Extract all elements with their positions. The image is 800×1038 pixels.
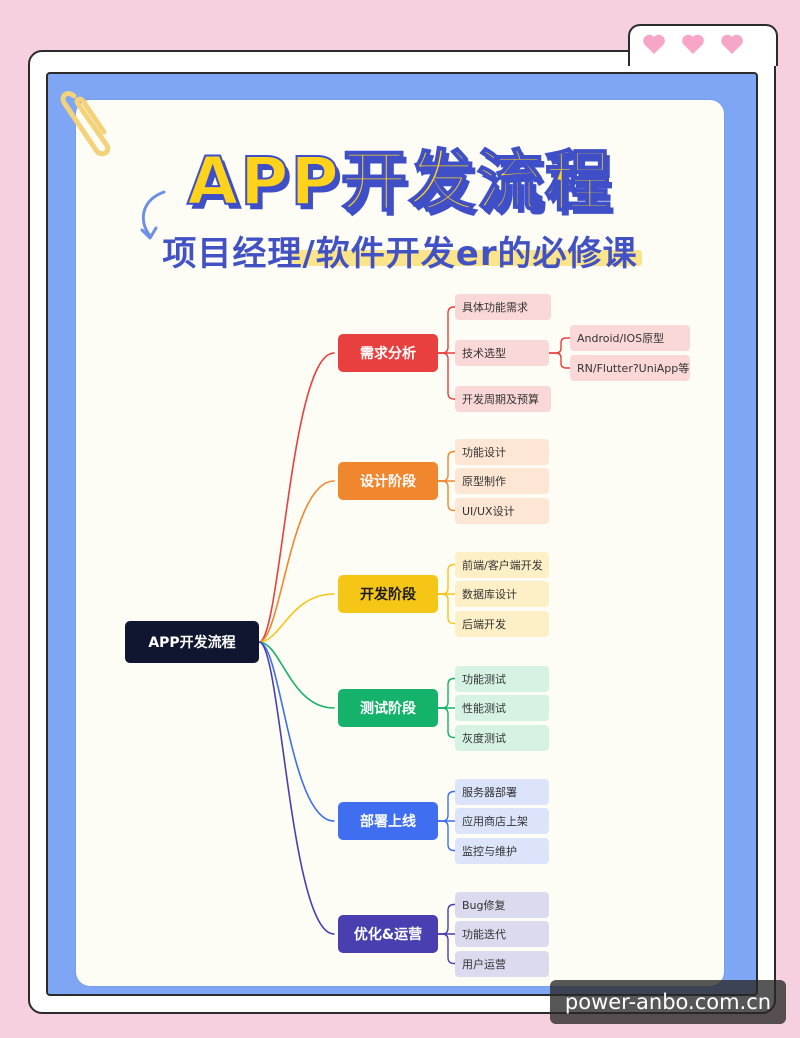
branch-node: 部署上线 — [338, 802, 438, 840]
heart-icon — [681, 33, 705, 55]
curved-arrow-icon — [134, 190, 174, 254]
leaf-node: 灰度测试 — [455, 724, 549, 751]
branch-node: 需求分析 — [338, 334, 438, 372]
leaf-node: UI/UX设计 — [455, 497, 549, 524]
branch-node: 开发阶段 — [338, 575, 438, 613]
leaf-node: 功能设计 — [455, 438, 549, 465]
leaf-node: 性能测试 — [455, 695, 549, 721]
subtitle-highlight — [292, 250, 642, 266]
leaf-node: 开发周期及预算 — [455, 386, 551, 412]
page-subtitle: 项目经理/软件开发er的必修课 — [162, 234, 638, 274]
leaf-node: 原型制作 — [455, 468, 549, 494]
sub-leaf-node: Android/IOS原型 — [570, 325, 690, 351]
leaf-node: 用户运营 — [455, 950, 549, 977]
branch-node: 优化&运营 — [338, 915, 438, 953]
leaf-node: 应用商店上架 — [455, 808, 549, 834]
sub-leaf-node: RN/Flutter?UniApp等 — [570, 355, 690, 381]
page-title: APP开发流程 — [186, 142, 613, 221]
leaf-node: 服务器部署 — [455, 778, 549, 805]
branch-node: 测试阶段 — [338, 689, 438, 727]
leaf-node: 具体功能需求 — [455, 294, 551, 320]
leaf-node: 功能测试 — [455, 665, 549, 692]
leaf-node: Bug修复 — [455, 891, 549, 918]
leaf-node: 技术选型 — [455, 340, 549, 366]
leaf-node: 功能迭代 — [455, 921, 549, 947]
watermark: power-anbo.com.cn — [550, 980, 786, 1024]
leaf-node: 前端/客户端开发 — [455, 551, 549, 578]
mindmap-root: APP开发流程 — [125, 621, 259, 663]
paperclip-icon — [60, 86, 112, 166]
heart-icon — [642, 33, 666, 55]
leaf-node: 监控与维护 — [455, 837, 549, 864]
branch-node: 设计阶段 — [338, 462, 438, 500]
leaf-node: 数据库设计 — [455, 581, 549, 607]
heart-icon — [720, 33, 744, 55]
leaf-node: 后端开发 — [455, 610, 549, 637]
